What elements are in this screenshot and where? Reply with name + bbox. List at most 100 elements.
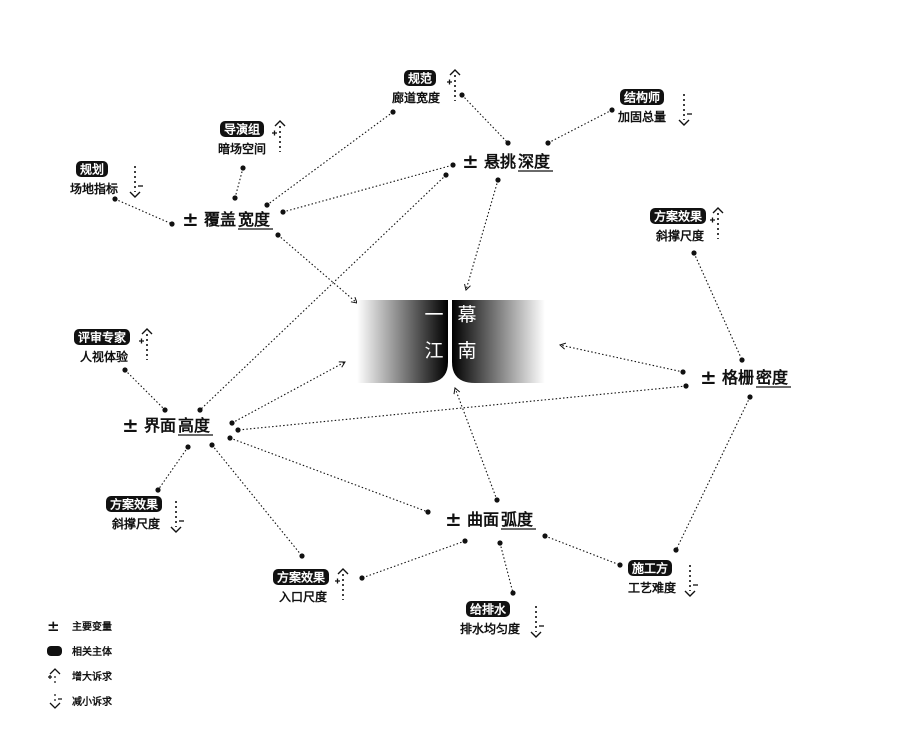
connection-dot <box>542 533 548 539</box>
connection-dot <box>162 407 168 413</box>
decrease-arrow-icon <box>129 166 143 198</box>
subject-tag <box>466 601 510 617</box>
logo-right-half <box>452 300 545 383</box>
subject-label: 斜撑尺度 <box>655 228 705 243</box>
connection-line <box>237 385 687 431</box>
variable-v-grille[interactable]: ±格栅密度 <box>700 365 791 389</box>
connection-dot <box>462 538 468 544</box>
subject-tag <box>273 569 329 585</box>
connection-dot <box>112 196 118 202</box>
connection-line <box>229 437 429 513</box>
connection-line <box>282 164 454 213</box>
plus-minus-icon: ± <box>462 149 479 173</box>
connections <box>112 92 753 596</box>
connection-dot <box>510 590 516 596</box>
connection-dot <box>197 407 203 413</box>
logo-char: 一 <box>424 304 443 326</box>
connection-dot <box>691 250 697 256</box>
variable-v-interface[interactable]: ± 界面高度 <box>122 413 213 437</box>
connection-line <box>693 252 743 361</box>
subject-tag <box>650 208 706 224</box>
increase-arrow-icon <box>447 69 461 101</box>
connection-line <box>114 198 173 225</box>
plus-minus-icon: ± <box>445 507 462 531</box>
connection-dot <box>235 427 241 433</box>
legend-label: 减小诉求 <box>72 695 113 708</box>
connection-dot <box>232 195 238 201</box>
subject-label: 廊道宽度 <box>392 90 441 105</box>
subject-label: 斜撑尺度 <box>111 516 161 531</box>
legend-item: ±主要变量 <box>47 617 112 635</box>
subject-tag-label: 结构师 <box>624 90 660 105</box>
connection-line <box>231 361 346 424</box>
connection-line <box>199 174 447 411</box>
plus-minus-icon: ± <box>700 365 717 389</box>
connection-dot <box>264 202 270 208</box>
connection-dot <box>505 140 511 146</box>
connection-line <box>499 542 514 594</box>
variable-underlined: 宽度 <box>238 210 271 229</box>
logo-left-half <box>357 300 448 383</box>
increase-arrow-icon <box>335 568 349 600</box>
subject-tag-label: 施工方 <box>632 561 668 576</box>
variable-v-coverage[interactable]: ±覆盖宽度 <box>182 207 273 231</box>
legend-item: 增大诉求 <box>48 668 113 683</box>
variable-underlined: 弧度 <box>501 510 534 529</box>
subject-tag-label: 评审专家 <box>78 330 127 345</box>
connection-dot <box>122 367 128 373</box>
decrease-arrow-icon <box>684 565 698 597</box>
subject-tag <box>74 329 130 345</box>
variable-underlined: 高度 <box>178 416 211 435</box>
connection-line <box>461 94 509 144</box>
connection-line <box>211 444 303 557</box>
plus-minus-icon: ± <box>122 413 139 437</box>
increase-arrow-icon <box>710 207 724 239</box>
connection-line <box>266 111 394 206</box>
connection-dot <box>299 553 305 559</box>
plus-minus-icon: ± <box>182 207 199 231</box>
connection-line <box>544 535 621 566</box>
subject-tag-label: 方案效果 <box>110 497 158 512</box>
connection-dot <box>359 575 365 581</box>
connection-dot <box>275 232 281 238</box>
variable-underlined: 密度 <box>755 368 789 387</box>
connection-dot <box>459 92 465 98</box>
connection-dot <box>209 442 215 448</box>
subject-tag <box>628 560 672 576</box>
decrease-arrow-icon <box>49 694 62 709</box>
subject-tag-label: 方案效果 <box>654 209 702 224</box>
connection-dot <box>185 444 191 450</box>
legend-label: 主要变量 <box>72 620 112 633</box>
connection-dot <box>680 369 686 375</box>
connection-dot <box>425 509 431 515</box>
connection-dot <box>450 162 456 168</box>
connection-line <box>559 342 684 373</box>
connection-dot <box>169 221 175 227</box>
subject-label: 人视体验 <box>80 349 129 364</box>
subject-tag-label: 给排水 <box>470 602 507 617</box>
connection-dot <box>240 165 246 171</box>
variable-v-curve[interactable]: ±曲面弧度 <box>445 507 536 531</box>
subject-tag-label: 规范 <box>408 71 432 86</box>
logo-char: 幕 <box>457 304 476 326</box>
connection-line <box>124 369 166 411</box>
decrease-arrow-icon <box>678 94 692 126</box>
connection-line <box>547 109 613 144</box>
connection-dot <box>443 172 449 178</box>
variable-prefix: 界面 <box>144 416 176 435</box>
connection-dot <box>227 435 233 441</box>
subject-tag-icon <box>47 646 62 656</box>
variable-v-overhang[interactable]: ±悬挑深度 <box>462 149 553 173</box>
